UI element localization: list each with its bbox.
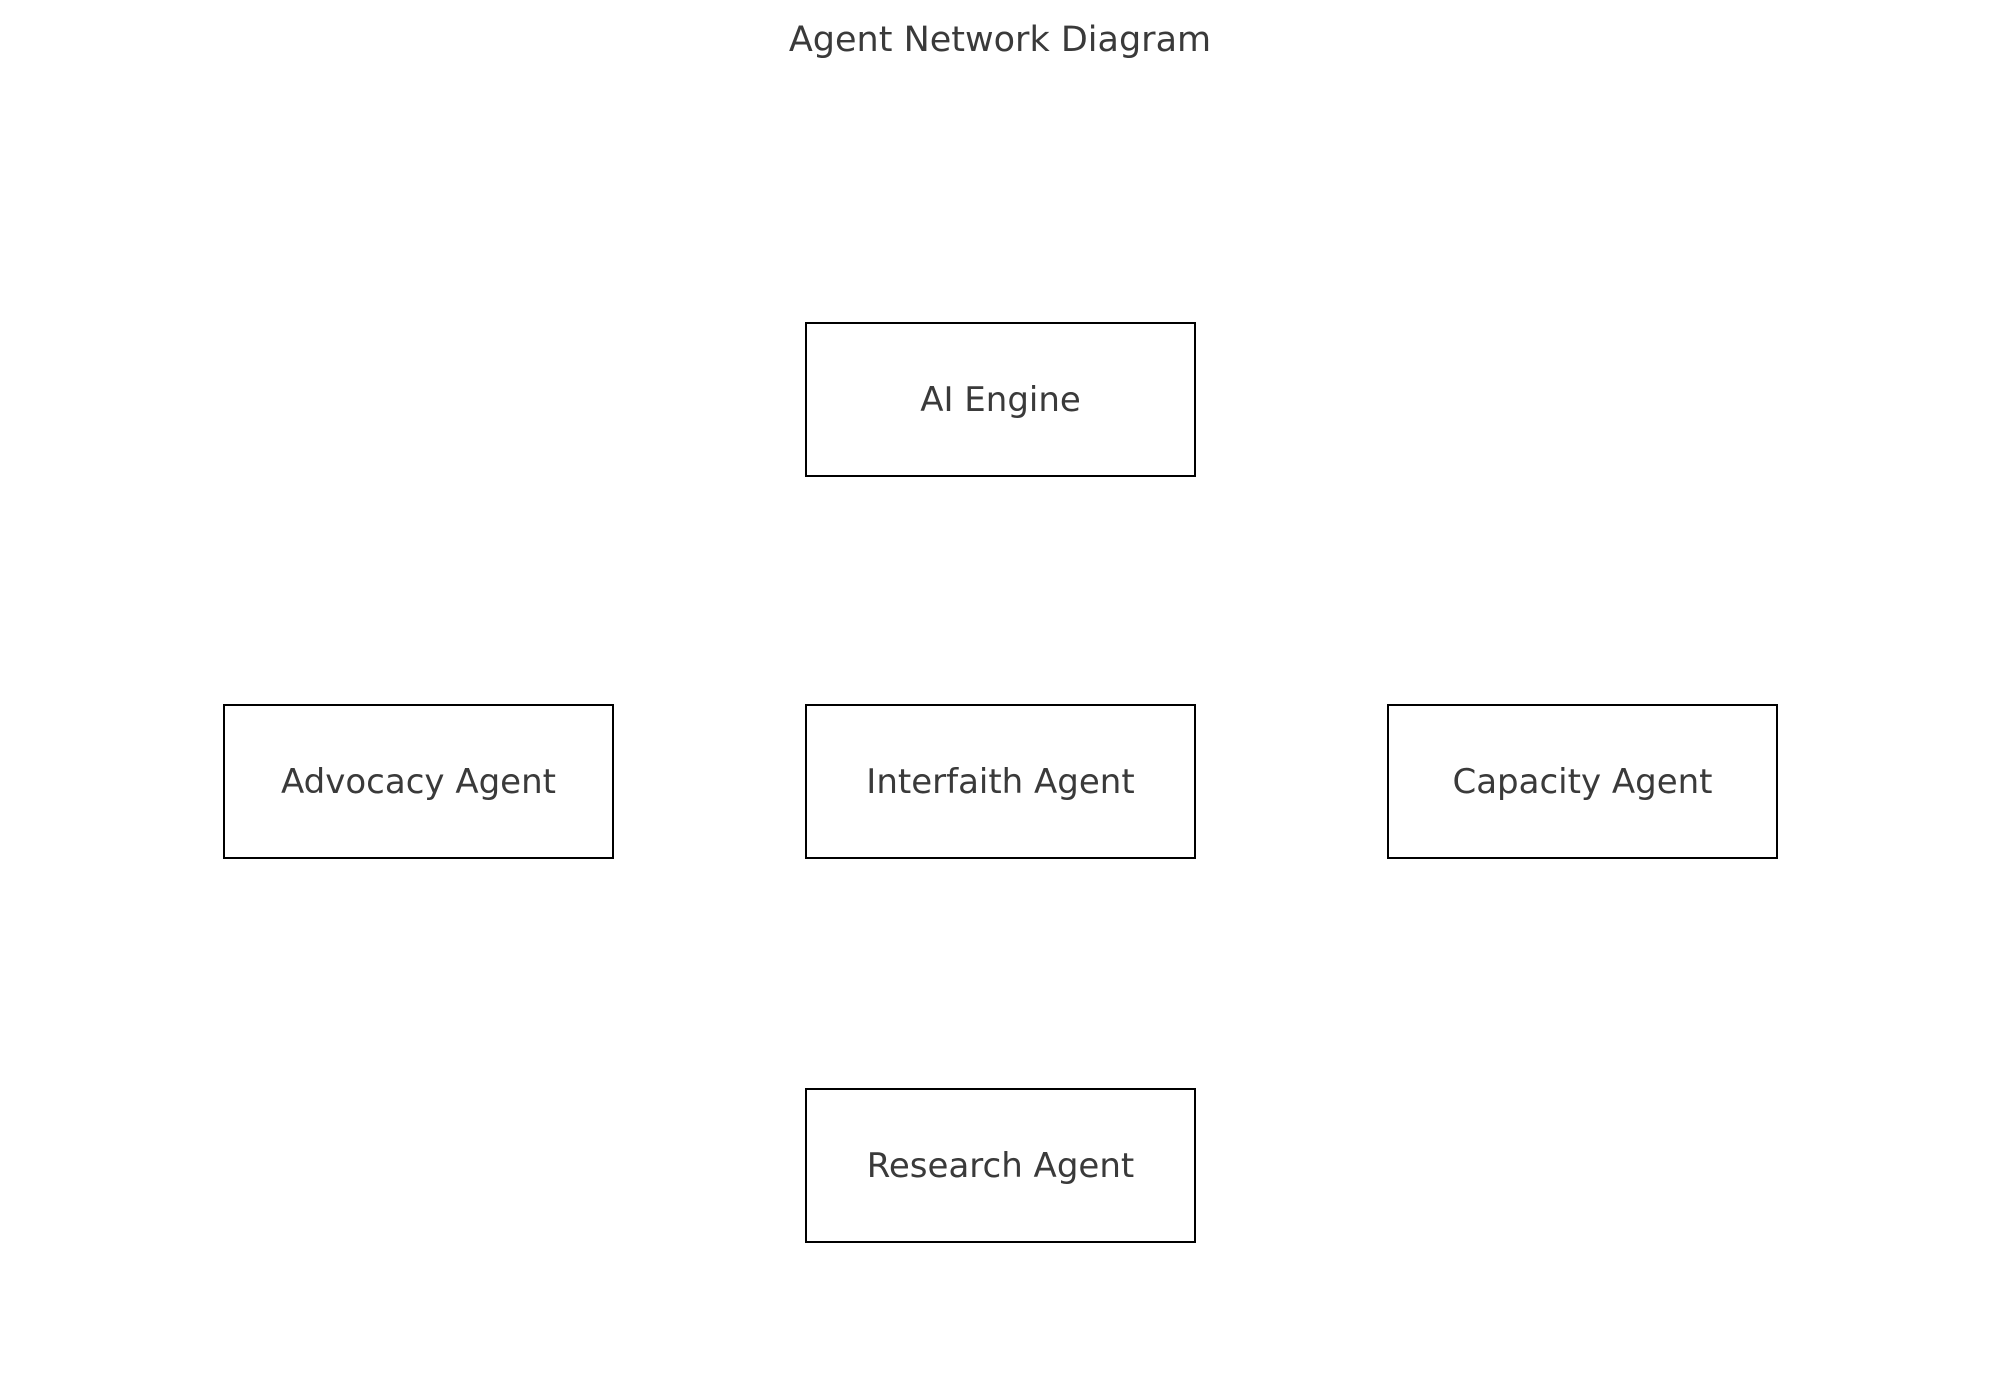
node-research-agent-label: Research Agent	[866, 1145, 1135, 1186]
node-capacity-agent: Capacity Agent	[1387, 704, 1778, 859]
node-research-agent: Research Agent	[805, 1088, 1196, 1243]
node-ai-engine: AI Engine	[805, 322, 1196, 477]
node-ai-engine-label: AI Engine	[920, 379, 1081, 420]
node-advocacy-agent-label: Advocacy Agent	[281, 761, 556, 802]
node-interfaith-agent: Interfaith Agent	[805, 704, 1196, 859]
node-capacity-agent-label: Capacity Agent	[1452, 761, 1713, 802]
node-advocacy-agent: Advocacy Agent	[223, 704, 614, 859]
node-interfaith-agent-label: Interfaith Agent	[866, 761, 1135, 802]
diagram-title: Agent Network Diagram	[788, 20, 1212, 60]
